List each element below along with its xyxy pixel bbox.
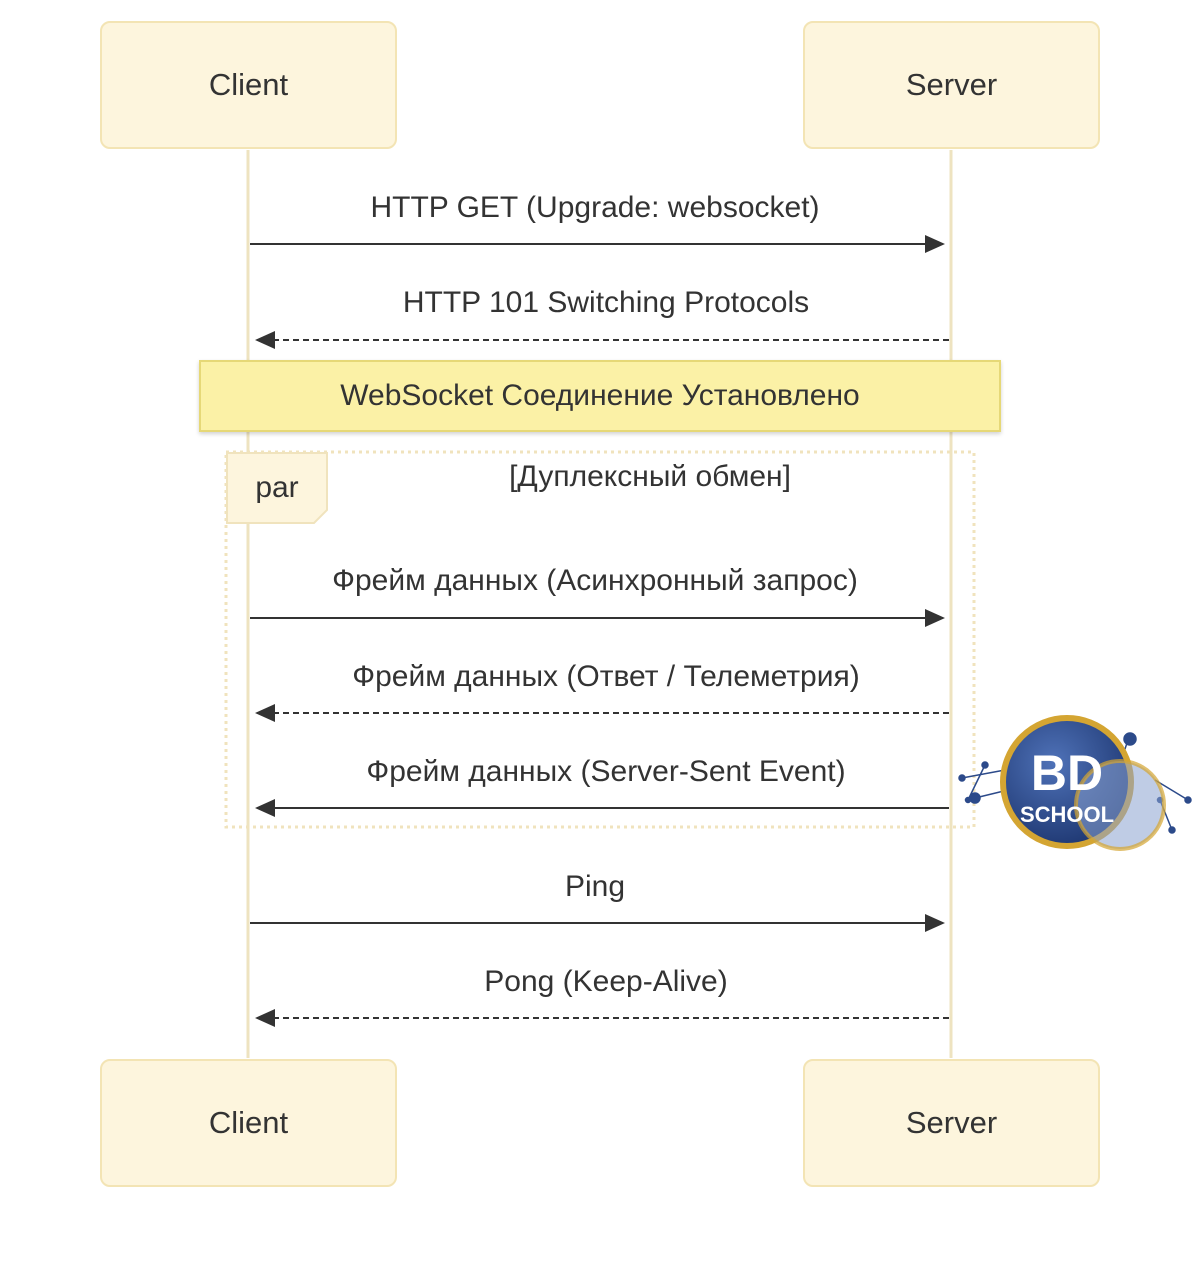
actor-client-bottom: Client [100,1059,397,1187]
actor-server-label: Server [905,67,998,102]
actor-client-top: Client [100,21,397,149]
message-label-frame-response: Фрейм данных (Ответ / Телеметрия) [352,660,860,693]
actor-client-label: Client [208,67,289,102]
message-label-frame-sse: Фрейм данных (Server-Sent Event) [366,755,846,788]
par-tag-shape [226,452,328,524]
logo-school-text: SCHOOL [1020,802,1114,827]
message-label-http-101: HTTP 101 Switching Protocols [402,286,810,319]
actor-server-label: Server [905,1105,998,1140]
message-label-ping: Ping [564,870,626,903]
par-condition-label: [Дуплексный обмен] [509,460,791,493]
logo-bd-text: BD [1031,745,1103,801]
message-label-pong: Pong (Keep-Alive) [484,965,728,998]
logo-overlay-circle [1074,759,1166,851]
par-frame [224,450,976,829]
bd-school-logo: BD SCHOOL [958,715,1192,851]
actor-server-top: Server [803,21,1100,149]
actor-server-bottom: Server [803,1059,1100,1187]
note-text: WebSocket Соединение Установлено [340,379,860,412]
actor-client-label: Client [208,1105,289,1140]
message-label-frame-request: Фрейм данных (Асинхронный запрос) [332,564,858,597]
par-tag-label: par [255,471,299,504]
message-label-http-get: HTTP GET (Upgrade: websocket) [370,191,820,224]
connection-established-note: WebSocket Соединение Установлено [199,360,1001,432]
